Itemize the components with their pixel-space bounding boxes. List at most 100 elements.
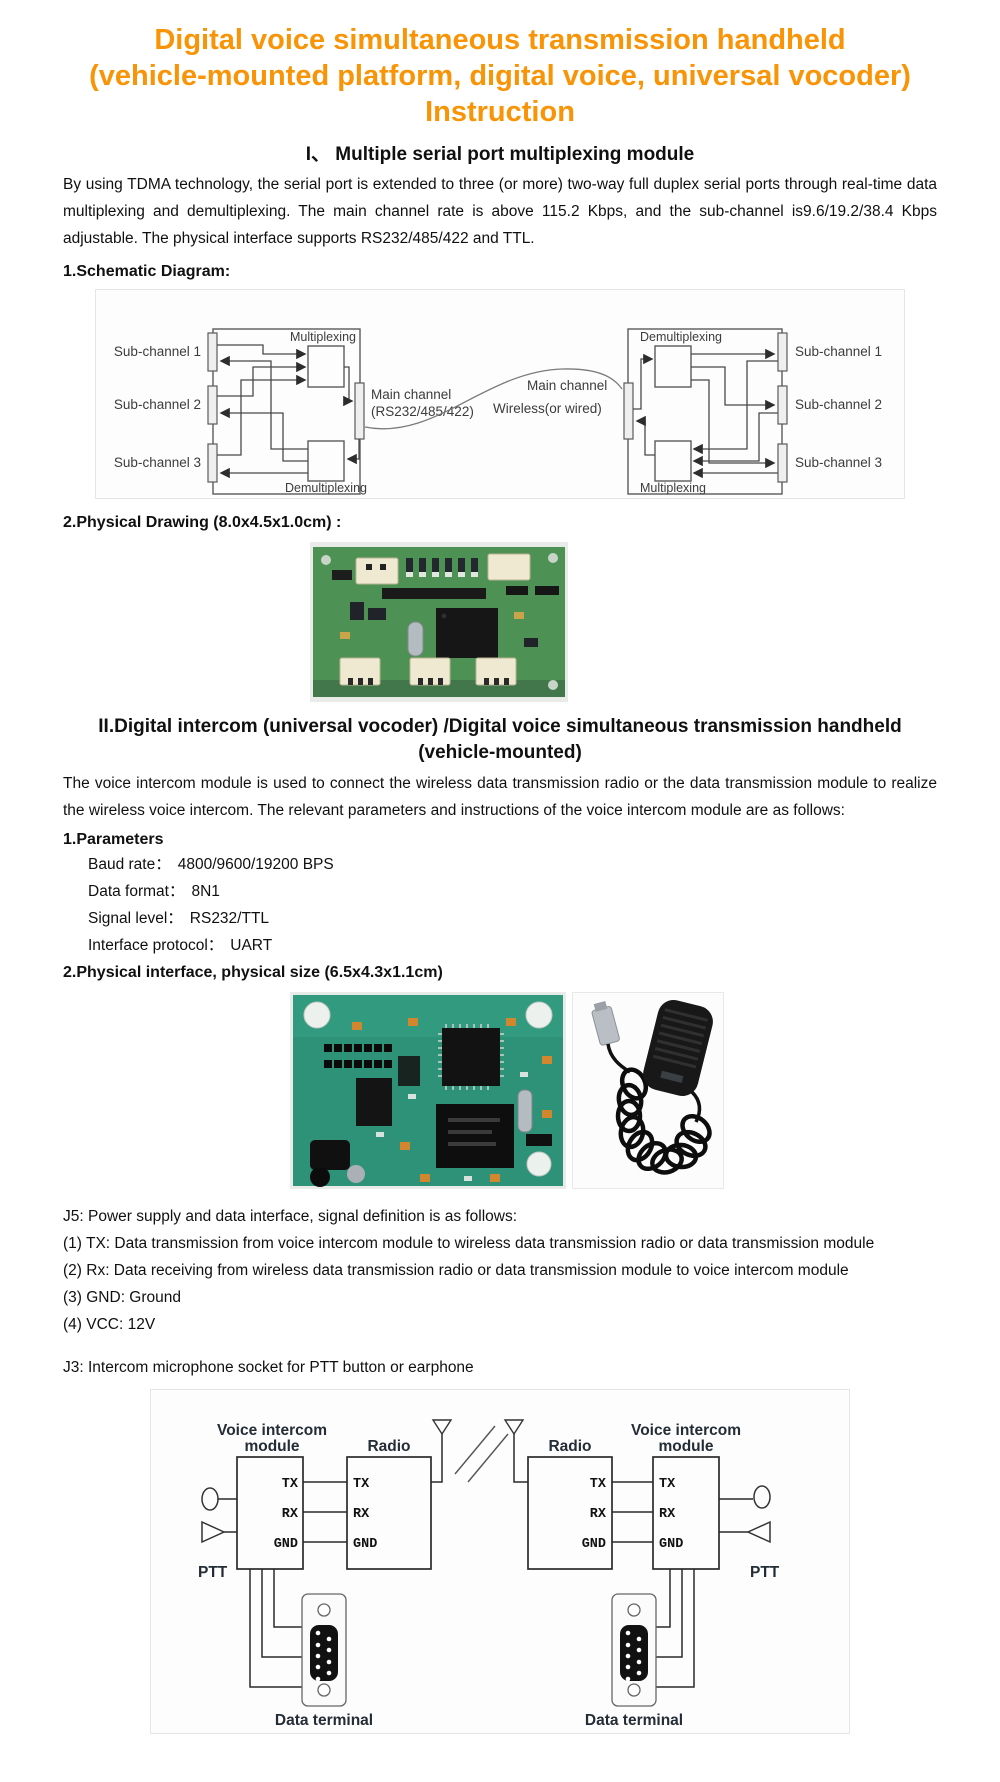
param-value: 8N1 (191, 883, 220, 900)
right-multiplexing-box (654, 440, 692, 482)
j5-item-gnd: (3) GND: Ground (63, 1289, 182, 1306)
right-radio-box (527, 1456, 613, 1570)
left-sub-channel2-label: Sub-channel 2 (114, 397, 201, 412)
pin-rx: RX (659, 1507, 676, 1522)
param-baud-rate: Baud rate： 4800/9600/19200 BPS (88, 851, 937, 878)
section2-heading-line2: (vehicle-mounted) (418, 742, 582, 763)
left-sub-channel3-label: Sub-channel 3 (114, 455, 201, 470)
pin-rx: RX (590, 1507, 607, 1522)
right-radio-label: Radio (548, 1438, 591, 1455)
left-multiplexer-module: Sub-channel 1 Sub-channel 2 Sub-channel … (114, 328, 474, 495)
right-sub-channel1-connector (777, 332, 788, 372)
right-sub-channel2-connector (777, 385, 788, 425)
section2-intro-paragraph: The voice intercom module is used to con… (63, 775, 937, 819)
pcb-photo-1 (310, 542, 568, 702)
mic-connector (591, 1001, 620, 1046)
param-label: Baud rate： (88, 856, 171, 873)
param-data-format: Data format： 8N1 (88, 878, 937, 905)
left-main-channel-connector (354, 382, 365, 440)
intercom-frame (150, 1389, 850, 1734)
sub-channel2-connector (207, 385, 218, 425)
pin-rx: RX (353, 1507, 370, 1522)
pcb-photo-2 (290, 992, 566, 1189)
right-db9-connector (611, 1593, 657, 1707)
right-data-terminal-label: Data terminal (585, 1712, 683, 1729)
left-ptt-label: PTT (198, 1564, 228, 1581)
title-line-1: Digital voice simultaneous transmission … (154, 24, 846, 56)
schematic-diagram-heading: 1.Schematic Diagram: (63, 263, 231, 280)
sub-channel3-connector (207, 443, 218, 483)
left-module-label-1: Voice intercom (217, 1422, 327, 1439)
left-voice-intercom-box (236, 1456, 304, 1570)
right-main-channel-connector (623, 382, 634, 440)
left-demultiplexing-label: Demultiplexing (285, 481, 367, 495)
param-signal-level: Signal level： RS232/TTL (88, 905, 937, 932)
pin-gnd: GND (659, 1537, 683, 1552)
coiled-cord (615, 1067, 712, 1175)
antenna-icon (503, 1419, 525, 1436)
physical-interface-heading: 2.Physical interface, physical size (6.5… (63, 964, 443, 981)
param-label: Data format： (88, 883, 185, 900)
left-data-terminal-label: Data terminal (275, 1712, 373, 1729)
right-multiplexing-label: Multiplexing (640, 481, 706, 495)
right-voice-intercom-box (652, 1456, 720, 1570)
left-module-label-2: module (244, 1438, 299, 1455)
microphone-icon (753, 1485, 771, 1509)
param-label: Interface protocol： (88, 937, 224, 954)
parameters-list: Baud rate： 4800/9600/19200 BPS Data forma… (63, 851, 937, 959)
j5-item-vcc: (4) VCC: 12V (63, 1316, 156, 1333)
param-value: UART (230, 937, 273, 954)
multiplexing-schematic-svg: Sub-channel 1 Sub-channel 2 Sub-channel … (95, 289, 905, 499)
section1-intro-paragraph: By using TDMA technology, the serial por… (63, 176, 937, 247)
intercom-connection-diagram: PTT Voice intercom module TX RX GND Radi… (150, 1389, 850, 1734)
right-sub-channel3-label: Sub-channel 3 (795, 455, 882, 470)
pin-tx: TX (659, 1477, 676, 1492)
param-interface-protocol: Interface protocol： UART (88, 932, 937, 959)
parameters-heading: 1.Parameters (63, 831, 164, 848)
right-sub-channel3-connector (777, 443, 788, 483)
right-module-label-2: module (658, 1438, 713, 1455)
physical-interface-photos (290, 992, 937, 1189)
left-radio-label: Radio (367, 1438, 410, 1455)
right-intercom-station: Radio TX RX GND Voice intercom module TX… (503, 1419, 780, 1729)
right-sub-channel1-label: Sub-channel 1 (795, 344, 882, 359)
j3-line: J3: Intercom microphone socket for PTT b… (63, 1359, 474, 1376)
mic-body (643, 999, 713, 1097)
j5-item-tx: (1) TX: Data transmission from voice int… (63, 1235, 875, 1252)
section2-heading-line1: II.Digital intercom (universal vocoder) … (98, 716, 902, 737)
document-title: Digital voice simultaneous transmission … (63, 22, 937, 130)
sub-channel1-connector (207, 332, 218, 372)
left-db9-connector (301, 1593, 347, 1707)
param-value: RS232/TTL (189, 910, 270, 927)
radio-link-icon (454, 1425, 509, 1483)
pin-gnd: GND (353, 1537, 377, 1552)
left-multiplexing-label: Multiplexing (290, 330, 356, 344)
wireless-link-label: Wireless(or wired) (493, 401, 602, 416)
j5-item-rx: (2) Rx: Data receiving from wireless dat… (63, 1262, 849, 1279)
right-demultiplexing-label: Demultiplexing (640, 330, 722, 344)
wireless-link: Main channel Wireless(or wired) (364, 368, 623, 430)
speaker-icon (746, 1520, 771, 1544)
pin-tx: TX (590, 1477, 607, 1492)
pcb1-image (310, 542, 568, 702)
j5-intro: J5: Power supply and data interface, sig… (63, 1208, 518, 1225)
intercom-diagram-svg: PTT Voice intercom module TX RX GND Radi… (150, 1389, 850, 1734)
main-channel-label: Main channel (371, 387, 451, 402)
section1-heading: I、 Multiple serial port multiplexing mod… (305, 144, 695, 165)
antenna-icon (431, 1419, 453, 1436)
param-label: Signal level： (88, 910, 183, 927)
left-sub-channel1-label: Sub-channel 1 (114, 344, 201, 359)
speaker-icon (201, 1520, 226, 1544)
title-line-3: Instruction (425, 96, 575, 128)
physical-drawing-heading: 2.Physical Drawing (8.0x4.5x1.0cm) : (63, 514, 342, 531)
title-line-2: (vehicle-mounted platform, digital voice… (89, 60, 911, 92)
link-main-channel-label: Main channel (527, 378, 607, 393)
right-ptt-label: PTT (750, 1564, 780, 1581)
microphone-photo (572, 992, 724, 1189)
pin-gnd: GND (582, 1537, 606, 1552)
param-value: 4800/9600/19200 BPS (177, 856, 334, 873)
right-sub-channel2-label: Sub-channel 2 (795, 397, 882, 412)
left-radio-box (346, 1456, 432, 1570)
right-module-label-1: Voice intercom (631, 1422, 741, 1439)
